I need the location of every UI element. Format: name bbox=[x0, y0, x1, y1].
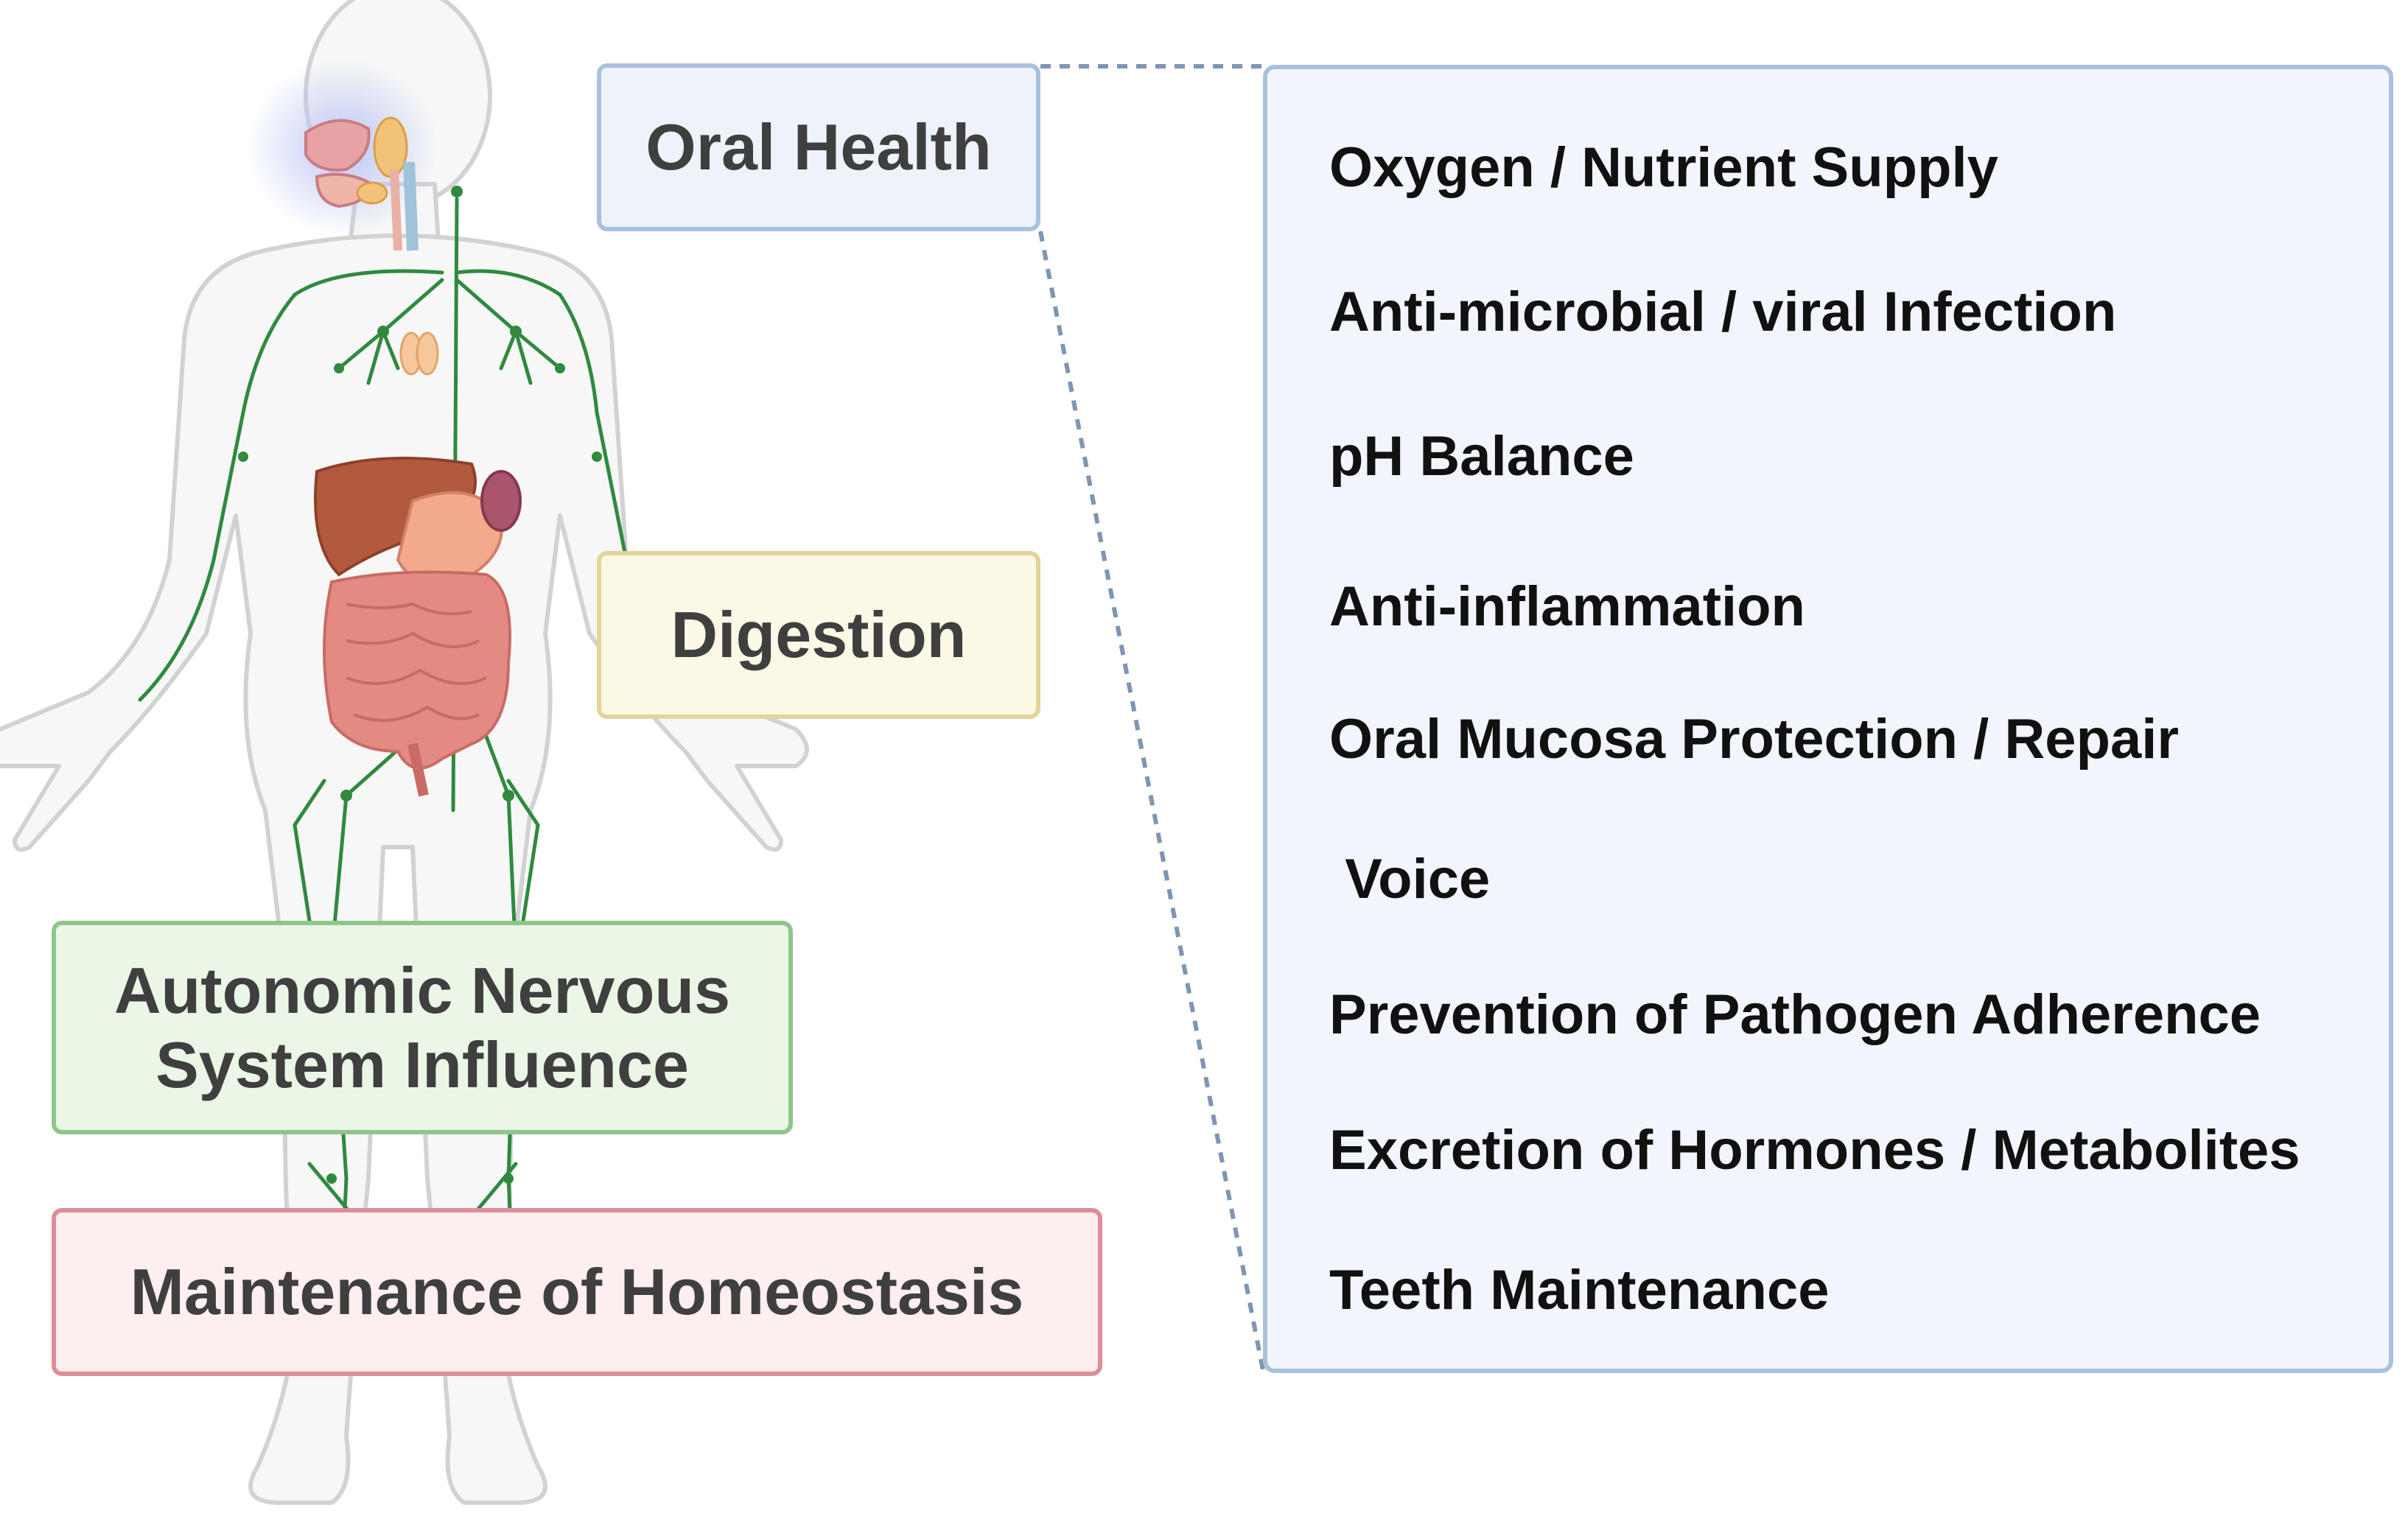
function-item: Prevention of Pathogen Adherence bbox=[1329, 983, 2261, 1046]
digestive-organs-icon bbox=[314, 457, 522, 797]
function-item: Anti-inflammation bbox=[1329, 575, 1805, 638]
kidney-icon bbox=[480, 470, 522, 532]
function-item: Excretion of Hormones / Metabolites bbox=[1329, 1119, 2300, 1182]
autonomic-box: Autonomic Nervous System Influence bbox=[52, 921, 793, 1134]
oral-health-box: Oral Health bbox=[597, 63, 1040, 231]
function-item: Oxygen / Nutrient Supply bbox=[1329, 136, 1998, 199]
function-item: Anti-microbial / viral Infection bbox=[1329, 281, 2117, 343]
homeostasis-label: Maintenance of Homeostasis bbox=[130, 1255, 1024, 1329]
oral-functions-panel: Oxygen / Nutrient Supply Anti-microbial … bbox=[1263, 65, 2393, 1373]
lymph-nodes bbox=[238, 186, 602, 1184]
function-item: pH Balance bbox=[1329, 425, 1634, 488]
function-item: Oral Mucosa Protection / Repair bbox=[1329, 708, 2179, 770]
digestion-box: Digestion bbox=[597, 551, 1040, 719]
function-item: Teeth Maintenance bbox=[1329, 1259, 1830, 1321]
digestion-label: Digestion bbox=[671, 598, 967, 672]
connector-lines bbox=[1038, 64, 1265, 1371]
thyroid-icon bbox=[399, 331, 439, 376]
autonomic-label: Autonomic Nervous System Influence bbox=[113, 953, 731, 1101]
function-item: Voice bbox=[1329, 848, 1491, 910]
homeostasis-box: Maintenance of Homeostasis bbox=[52, 1208, 1102, 1376]
salivary-glands-icon bbox=[304, 116, 419, 251]
intestines-icon bbox=[323, 570, 511, 770]
oral-health-label: Oral Health bbox=[645, 110, 992, 184]
